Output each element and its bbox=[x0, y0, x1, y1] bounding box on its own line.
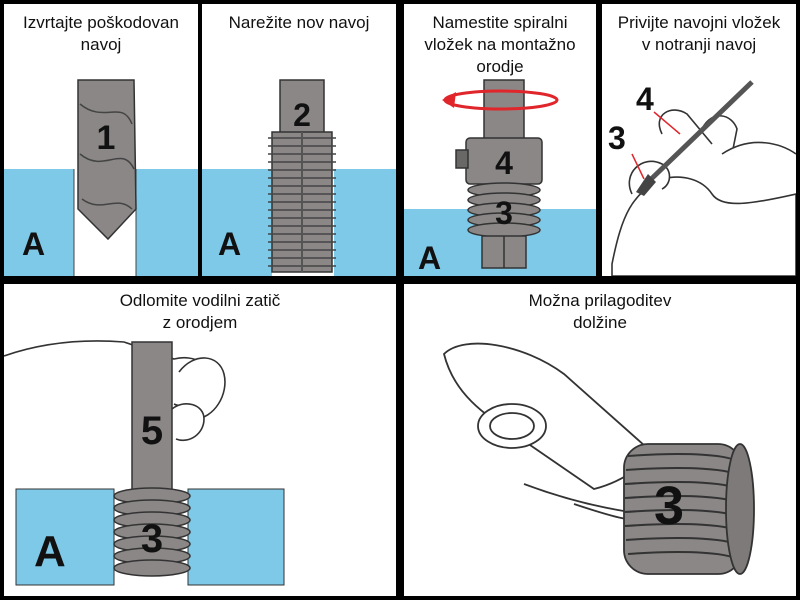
panel-break-pin: 5 3 A Odlomite vodilni zatič z orodjem bbox=[4, 284, 396, 596]
panel-mount-insert: 4 3 A Namestite spiralni vložek na monta… bbox=[404, 4, 596, 276]
material-label-a: A bbox=[22, 226, 45, 262]
part-number-2: 2 bbox=[293, 97, 311, 133]
material-block-right bbox=[136, 169, 198, 276]
mounting-tool bbox=[455, 79, 543, 269]
part-number-4: 4 bbox=[636, 81, 654, 117]
part-number-5: 5 bbox=[141, 409, 163, 453]
tap-illustration: 2 A bbox=[202, 79, 396, 276]
part-number-3: 3 bbox=[141, 517, 163, 561]
thread-insert bbox=[113, 487, 191, 577]
panel-cut-thread: 2 A Narežite nov navoj bbox=[202, 4, 396, 276]
material-label-a: A bbox=[34, 527, 66, 576]
insert-tip bbox=[636, 174, 656, 196]
thread-tap bbox=[268, 79, 336, 273]
panel-screw-in-insert: 3 4 Privijte navojni vložek v notranji n… bbox=[602, 4, 796, 276]
mounting-tool-illustration: 4 3 A bbox=[404, 79, 596, 276]
part-number-1: 1 bbox=[97, 119, 116, 157]
tool-rod bbox=[131, 341, 173, 493]
step-caption: Izvrtajte poškodovan navoj bbox=[23, 13, 179, 54]
panel-drill-out: 1 A Izvrtajte poškodovan navoj bbox=[4, 4, 198, 276]
step-caption: Narežite nov navoj bbox=[228, 13, 370, 32]
step-caption: Privijte navojni vložek v notranji navoj bbox=[617, 13, 781, 54]
part-number-3: 3 bbox=[654, 476, 684, 536]
panel-length-adjust: 3 Možna prilagoditev dolžine bbox=[404, 284, 796, 596]
step-caption: Odlomite vodilni zatič z orodjem bbox=[119, 291, 281, 332]
break-pin-illustration: 5 3 A bbox=[4, 340, 285, 586]
step-caption: Možna prilagoditev dolžine bbox=[528, 291, 672, 332]
material-label-a: A bbox=[418, 240, 441, 276]
installation-tool-rod bbox=[644, 80, 754, 186]
hand-drawing bbox=[4, 340, 226, 441]
rotation-arrow-icon bbox=[442, 89, 559, 111]
drill-bit bbox=[77, 79, 137, 241]
hand-drawing bbox=[611, 109, 796, 276]
hands-installing-illustration: 3 4 bbox=[608, 80, 796, 276]
part-number-3: 3 bbox=[495, 195, 513, 231]
drill-illustration: 1 A bbox=[4, 79, 198, 276]
material-label-a: A bbox=[218, 226, 241, 262]
part-number-4: 4 bbox=[495, 145, 513, 181]
part-number-3: 3 bbox=[608, 120, 626, 156]
material-block-left bbox=[4, 169, 74, 276]
pliers-cut-illustration: 3 bbox=[443, 342, 755, 575]
step-caption: Namestite spiralni vložek na montažno or… bbox=[424, 13, 576, 76]
thread-insert bbox=[623, 443, 755, 575]
